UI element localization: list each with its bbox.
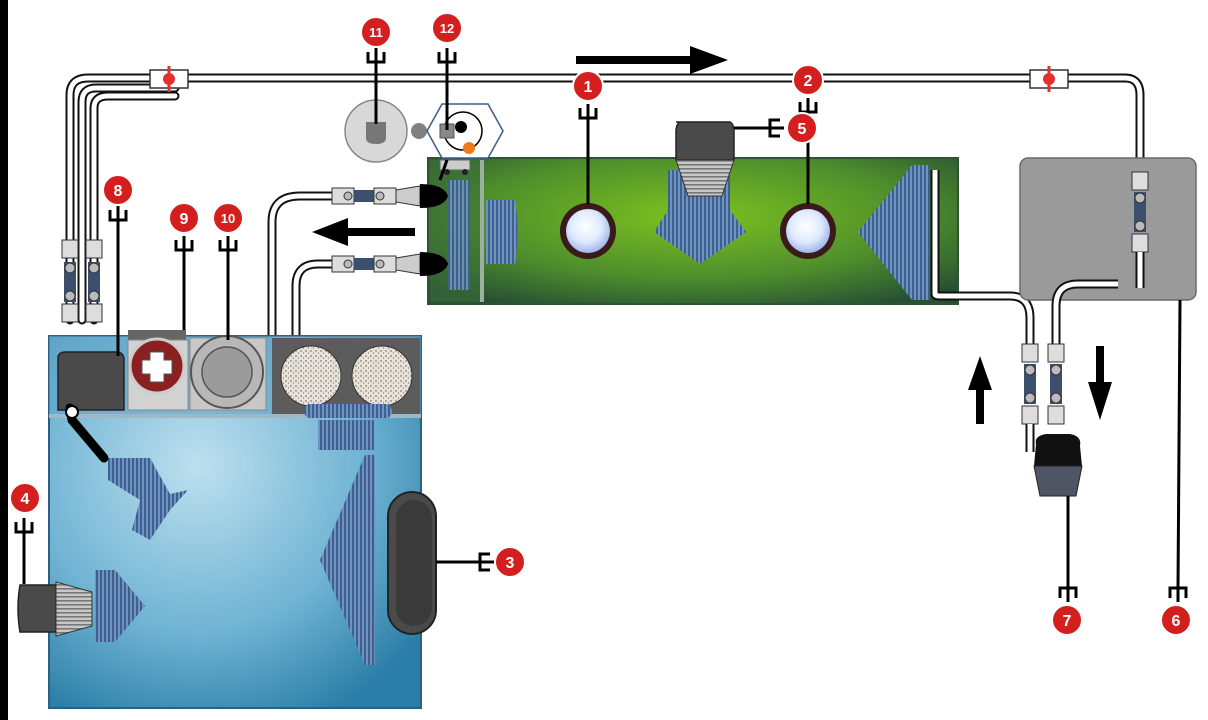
valve-icon	[149, 66, 189, 92]
marker-11: 11	[360, 16, 392, 48]
union-icon	[331, 252, 448, 276]
marker-2: 2	[792, 64, 824, 96]
marker-8: 8	[102, 174, 134, 206]
pump-icon	[675, 121, 735, 197]
svg-text:2: 2	[804, 73, 813, 90]
sensor-icon	[780, 203, 836, 259]
return-pipes	[1051, 279, 1118, 350]
union-icon	[1021, 343, 1039, 452]
arrow-icon	[1088, 346, 1112, 420]
left-border	[0, 0, 8, 720]
svg-text:4: 4	[21, 491, 30, 508]
union-icon	[85, 239, 103, 323]
valve-icon	[1029, 66, 1069, 92]
svg-text:12: 12	[440, 21, 454, 36]
pump-icon	[57, 351, 125, 463]
union-icon	[61, 239, 79, 323]
svg-text:6: 6	[1172, 613, 1181, 630]
return-pipes	[267, 191, 432, 345]
sensor-icon	[127, 330, 189, 411]
pump-icon	[344, 60, 504, 181]
union-icon	[331, 184, 448, 208]
svg-text:5: 5	[798, 121, 807, 138]
marker-6: 6	[1160, 604, 1192, 636]
return-pipes	[65, 73, 1145, 325]
svg-text:8: 8	[114, 183, 123, 200]
refugium	[1019, 157, 1197, 301]
arrow-icon	[312, 218, 415, 246]
svg-text:3: 3	[506, 555, 515, 572]
union-icon	[1131, 171, 1149, 288]
svg-text:9: 9	[180, 211, 189, 228]
marker-5: 5	[786, 112, 818, 144]
pump-icon	[1033, 434, 1083, 497]
marker-3: 3	[494, 546, 526, 578]
sensor-icon	[560, 203, 616, 259]
arrow-icon	[576, 46, 728, 74]
arrow-icon	[968, 356, 992, 424]
pump-icon	[17, 581, 93, 637]
marker-4: 4	[9, 482, 41, 514]
svg-text:1: 1	[584, 79, 593, 96]
marker-9: 9	[168, 202, 200, 234]
marker-7: 7	[1051, 604, 1083, 636]
marker-10: 10	[212, 202, 244, 234]
svg-text:11: 11	[369, 25, 383, 40]
display-tank	[427, 157, 1035, 350]
marker-1: 1	[572, 70, 604, 102]
pump-icon	[189, 335, 267, 411]
svg-text:7: 7	[1063, 613, 1072, 630]
plug-icon	[14, 48, 1188, 602]
pump-icon	[387, 491, 437, 635]
union-icon	[1047, 343, 1065, 425]
marker-12: 12	[431, 12, 463, 44]
svg-text:10: 10	[221, 211, 235, 226]
